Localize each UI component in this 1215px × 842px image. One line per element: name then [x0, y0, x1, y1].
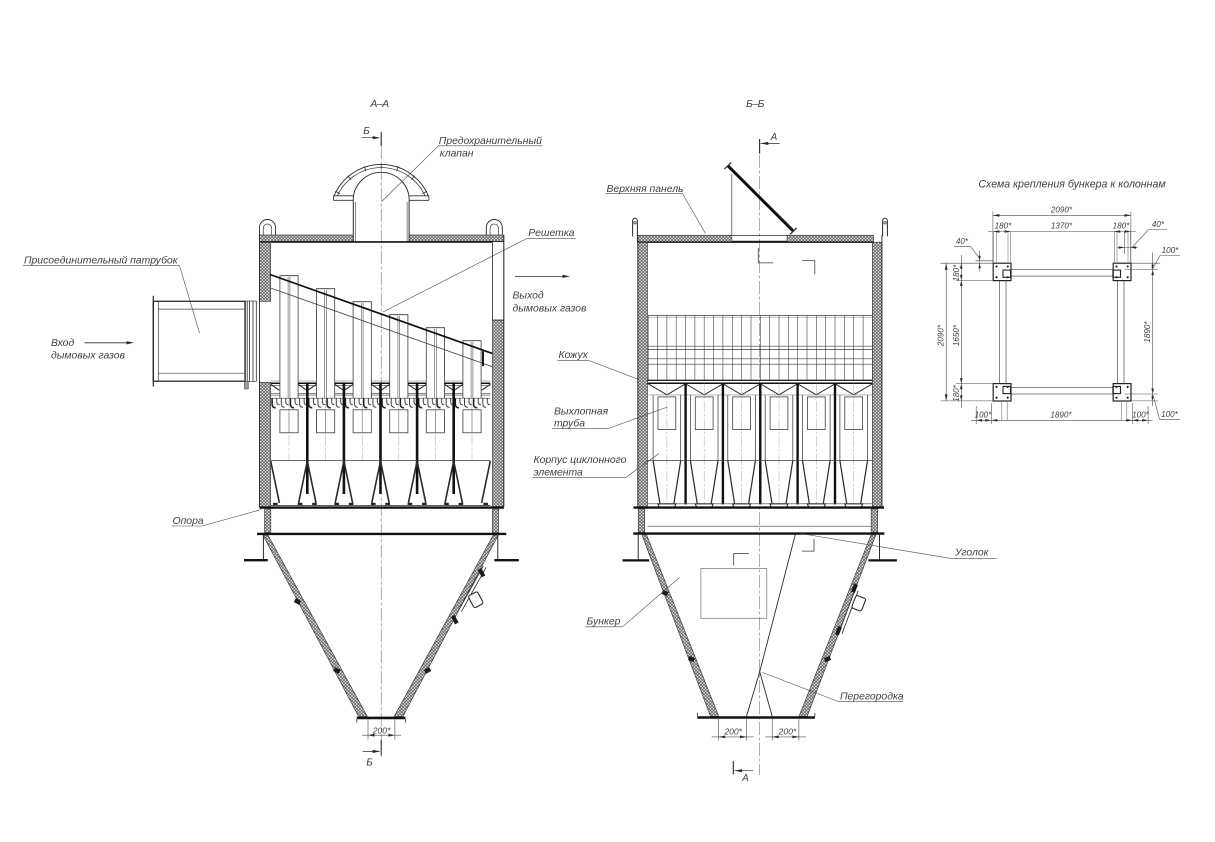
svg-text:Корпус циклонного: Корпус циклонного [534, 455, 627, 466]
svg-text:100*: 100* [1162, 246, 1180, 255]
svg-text:1650*: 1650* [952, 324, 961, 346]
svg-text:Кожух: Кожух [559, 350, 589, 361]
svg-text:1890*: 1890* [1050, 410, 1072, 419]
svg-text:180*: 180* [1113, 222, 1131, 231]
svg-text:40*: 40* [956, 237, 969, 246]
svg-text:100*: 100* [1161, 410, 1179, 419]
svg-text:180*: 180* [952, 384, 961, 402]
svg-text:Выхлопная: Выхлопная [554, 407, 609, 418]
svg-text:100*: 100* [1132, 410, 1150, 419]
svg-text:клапан: клапан [440, 148, 474, 159]
svg-text:180*: 180* [995, 222, 1013, 231]
svg-text:180*: 180* [952, 264, 961, 282]
svg-text:элемента: элемента [534, 467, 584, 478]
svg-text:Перегородка: Перегородка [840, 692, 904, 703]
svg-text:Б: Б [363, 126, 370, 137]
svg-text:труба: труба [554, 418, 585, 430]
svg-text:100*: 100* [975, 410, 993, 419]
svg-text:Б–Б: Б–Б [746, 98, 765, 110]
svg-text:дымовых газов: дымовых газов [513, 303, 587, 314]
svg-text:40*: 40* [1152, 220, 1165, 229]
svg-text:Присоединительный патрубок: Присоединительный патрубок [24, 254, 179, 266]
svg-text:Верхняя панель: Верхняя панель [607, 184, 684, 195]
svg-text:2090*: 2090* [1050, 206, 1073, 215]
svg-text:Бункер: Бункер [587, 617, 621, 628]
svg-text:Б: Б [366, 758, 373, 769]
svg-text:Решетка: Решетка [528, 228, 574, 239]
svg-text:Опора: Опора [173, 516, 204, 527]
svg-text:А–А: А–А [369, 98, 389, 110]
svg-text:1370*: 1370* [1051, 222, 1073, 231]
svg-text:Выход: Выход [513, 290, 544, 301]
svg-text:1890*: 1890* [1143, 321, 1152, 343]
svg-text:Уголок: Уголок [954, 548, 990, 559]
svg-text:Предохранительный: Предохранительный [439, 136, 542, 147]
svg-text:дымовых газов: дымовых газов [51, 351, 125, 362]
svg-text:А: А [741, 773, 749, 784]
svg-text:2090*: 2090* [937, 324, 946, 347]
svg-text:Схема крепления бункера к коло: Схема крепления бункера к колоннам [978, 179, 1166, 191]
svg-text:А: А [770, 132, 778, 143]
svg-text:200*: 200* [778, 726, 797, 736]
svg-text:200*: 200* [723, 726, 742, 736]
svg-text:200*: 200* [372, 725, 391, 735]
svg-text:Вход: Вход [51, 338, 74, 349]
